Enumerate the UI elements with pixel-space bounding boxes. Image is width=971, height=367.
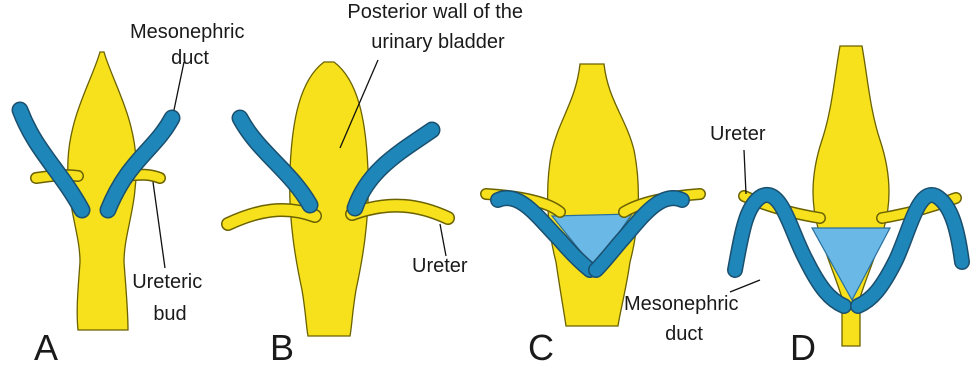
- label-mesonephric-line1: Mesonephric: [130, 21, 245, 43]
- label-ureteric-bud: Ureteric bud: [132, 271, 208, 325]
- panel-label-c: C: [528, 327, 554, 367]
- label-mesonephric-d-line1: Mesonephric: [624, 293, 739, 315]
- panel-b: Posterior wall of the urinary bladder Ur…: [228, 1, 529, 367]
- label-ureter-d: Ureter: [710, 123, 766, 145]
- panel-label-b: B: [270, 327, 294, 367]
- leader-mesonephric-a: [174, 62, 184, 110]
- label-posterior-wall: Posterior wall of the urinary bladder: [347, 1, 528, 53]
- leader-ureter-b: [440, 224, 446, 256]
- label-posterior-line1: Posterior wall of the: [347, 1, 523, 23]
- panel-c: C: [486, 64, 700, 367]
- label-mesonephric-d-line2: duct: [665, 323, 703, 345]
- label-ureteric-line1: Ureteric: [132, 271, 202, 293]
- panel-a: Mesonephric duct Ureteric bud A: [20, 21, 250, 367]
- label-ureter-b: Ureter: [412, 255, 468, 277]
- ureter-right-b: [352, 206, 448, 218]
- label-mesonephric-duct-d: Mesonephric duct: [624, 293, 744, 345]
- panel-label-d: D: [790, 327, 816, 367]
- bladder-c: [548, 64, 639, 326]
- leader-ureteric-bud-a: [153, 182, 165, 268]
- label-posterior-line2: urinary bladder: [371, 31, 505, 53]
- label-mesonephric-line2: duct: [171, 47, 209, 69]
- panel-label-a: A: [34, 327, 58, 367]
- leader-ureter-d: [744, 150, 746, 194]
- panel-d: Ureter Mesonephric duct D: [624, 46, 962, 367]
- label-mesonephric-duct-a: Mesonephric duct: [130, 21, 250, 69]
- label-ureteric-line2: bud: [153, 303, 186, 325]
- leader-mesonephric-d: [730, 280, 760, 292]
